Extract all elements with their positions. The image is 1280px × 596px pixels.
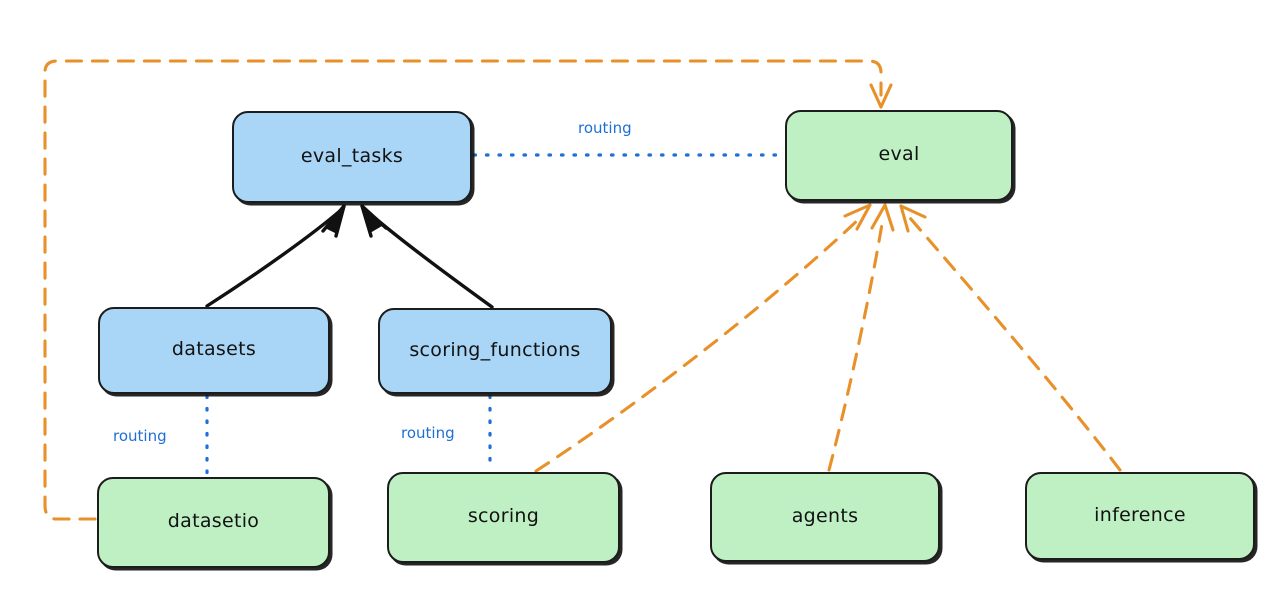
node-label-scoring_functions: scoring_functions (409, 338, 581, 361)
edge-label-routing-datasetio: routing (113, 427, 167, 445)
node-label-datasetio: datasetio (167, 510, 260, 532)
node-datasetio[interactable]: datasetio (97, 477, 330, 568)
node-label-eval_tasks: eval_tasks (300, 144, 404, 167)
edge-agents-to-eval (827, 203, 895, 472)
node-scoring_functions[interactable]: scoring_functions (378, 308, 612, 394)
edge-inference-to-eval (899, 204, 1122, 472)
node-eval[interactable]: eval (785, 110, 1013, 201)
node-datasets[interactable]: datasets (98, 307, 330, 394)
node-label-scoring: scoring (467, 505, 540, 527)
node-eval_tasks[interactable]: eval_tasks (232, 111, 472, 203)
node-label-eval: eval (878, 143, 920, 165)
node-agents[interactable]: agents (710, 472, 940, 562)
node-label-agents: agents (791, 504, 859, 527)
edge-datasets-to-eval_tasks (205, 204, 346, 308)
edge-scoring_functions-to-eval_tasks (360, 204, 494, 309)
node-inference[interactable]: inference (1025, 472, 1255, 560)
edge-label-routing-eval: routing (578, 119, 632, 137)
edge-label-routing-scoring: routing (401, 424, 455, 442)
node-label-datasets: datasets (171, 338, 257, 360)
node-label-inference: inference (1094, 503, 1186, 526)
node-scoring[interactable]: scoring (387, 472, 620, 563)
